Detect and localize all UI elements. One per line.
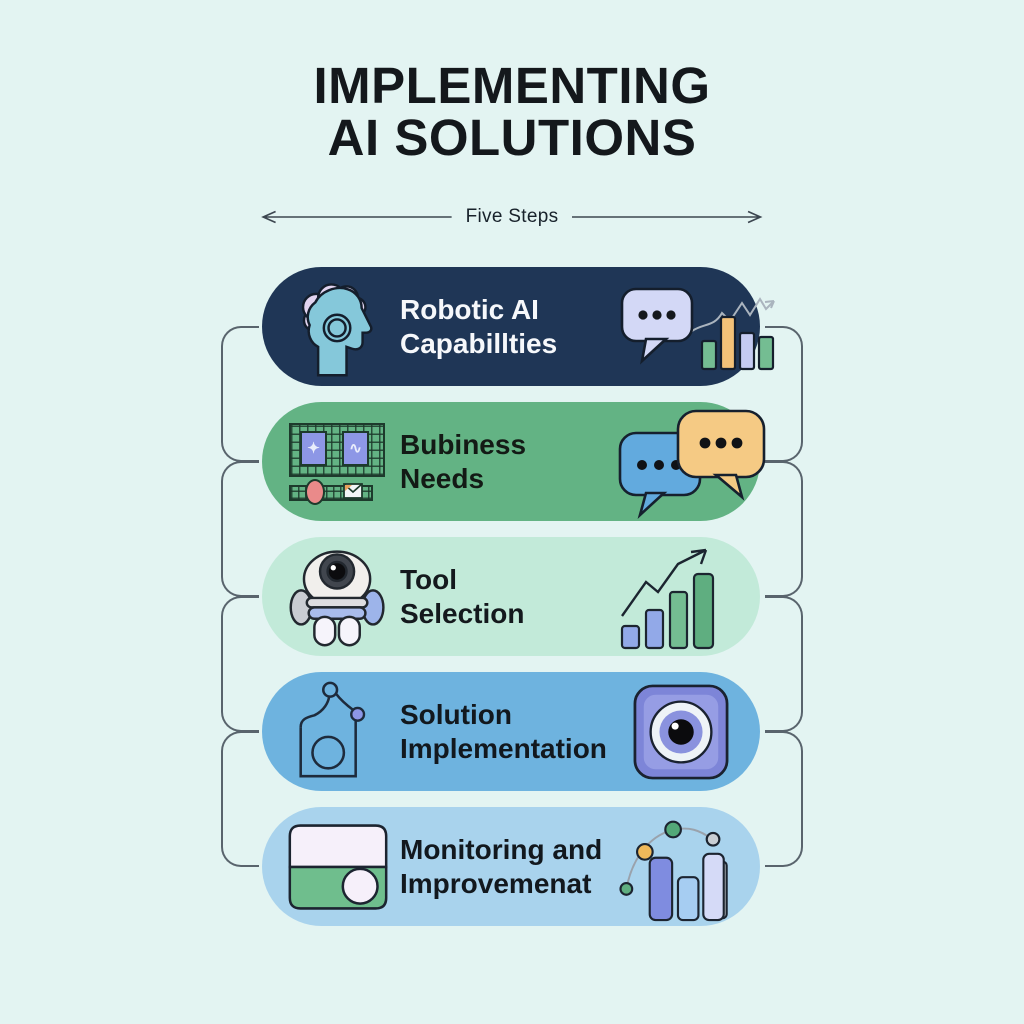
dot-curve-bar-chart-icon (618, 811, 736, 923)
subtitle-label: Five Steps (465, 206, 559, 227)
sparkle-cell-icon: ✦ (300, 430, 327, 466)
connector-left-1 (221, 326, 259, 462)
oval-marker-icon (305, 478, 325, 505)
connector-right-3 (765, 596, 803, 732)
step-pill-solution-implementation: Solution Implementation (262, 672, 760, 791)
network-tag-icon (284, 680, 392, 784)
connector-left-2 (221, 461, 259, 597)
step-pill-monitoring-and-improvement: Monitoring and Improvemenat (262, 807, 760, 926)
connector-right-4 (765, 731, 803, 867)
step-label: Tool Selection (400, 563, 525, 629)
subtitle: Five Steps (259, 206, 765, 228)
chat-bubbles-icon (618, 405, 768, 519)
grid-table-icon: ✦ ∿ (284, 410, 392, 514)
step-label: Monitoring and Improvemenat (400, 833, 603, 899)
step-pill-tool-selection: Tool Selection (262, 537, 760, 656)
right-arrow-icon (572, 210, 763, 224)
step-label: Robotic AI Capabillties (400, 293, 558, 359)
robot-camera-icon (284, 545, 392, 649)
connector-left-4 (221, 731, 259, 867)
title-line-1: IMPLEMENTING (313, 57, 711, 114)
wave-cell-icon: ∿ (342, 430, 369, 466)
growth-bar-chart-arrow-icon (618, 544, 734, 650)
connector-left-3 (221, 596, 259, 732)
title-line-2: AI SOLUTIONS (327, 109, 697, 167)
step-label: Bubiness Needs (400, 428, 527, 494)
page-title: IMPLEMENTING AI SOLUTIONS (0, 57, 1024, 167)
card-icon (284, 815, 392, 919)
head-brain-icon (284, 275, 392, 379)
envelope-icon (343, 482, 363, 499)
chat-bubble-and-bar-chart-icon (618, 275, 796, 379)
left-arrow-icon (261, 210, 452, 224)
eye-lens-icon (632, 683, 730, 781)
connector-right-2 (765, 461, 803, 597)
step-pill-robotic-ai-capabilities: Robotic AI Capabillties (262, 267, 775, 386)
step-label: Solution Implementation (400, 698, 607, 764)
step-pill-business-needs: ✦ ∿ Bubiness Needs (262, 402, 766, 521)
